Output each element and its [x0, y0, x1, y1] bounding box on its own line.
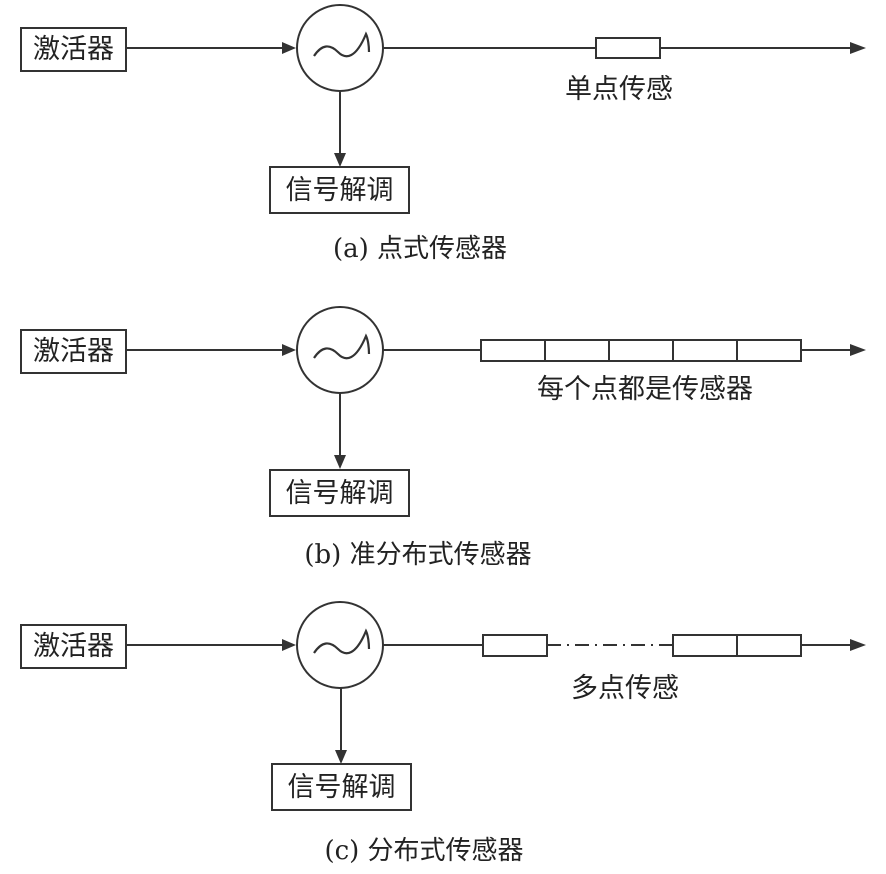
sensor-element	[672, 634, 738, 657]
caption: (b) 准分布式传感器	[304, 540, 531, 570]
sensor-element	[672, 339, 738, 362]
activator-box	[20, 329, 127, 374]
arrow-head	[334, 455, 346, 469]
wave-icon	[313, 333, 371, 360]
wave-icon	[313, 31, 371, 58]
activator-box	[20, 624, 127, 669]
sensor-element	[608, 339, 674, 362]
arrow-head	[282, 639, 296, 651]
sensor-element	[595, 37, 661, 59]
arrow-head	[850, 639, 866, 651]
caption: (a) 点式传感器	[333, 234, 507, 264]
sensor-element	[480, 339, 546, 362]
arrow-head	[850, 344, 866, 356]
sensor-label: 多点传感	[571, 673, 679, 704]
activator-label: 激活器	[33, 336, 114, 367]
demod-box	[271, 763, 412, 811]
sensor-element	[544, 339, 610, 362]
activator-label: 激活器	[33, 34, 114, 65]
demod-label: 信号解调	[286, 175, 394, 206]
demod-box	[269, 469, 410, 517]
arrow-head	[335, 750, 347, 764]
demod-label: 信号解调	[286, 478, 394, 509]
activator-label: 激活器	[33, 631, 114, 662]
sensor-label: 每个点都是传感器	[537, 374, 753, 405]
sensor-array	[480, 339, 802, 362]
activator-box	[20, 27, 127, 72]
arrow-head	[282, 344, 296, 356]
demod-box	[269, 166, 410, 214]
coupler-circle	[296, 306, 384, 394]
arrow-head	[334, 153, 346, 167]
sensor-label: 单点传感	[565, 74, 673, 105]
sensor-element	[736, 339, 802, 362]
coupler-circle	[296, 601, 384, 689]
wave-icon	[313, 628, 371, 655]
arrow-head	[282, 42, 296, 54]
sensor-element	[736, 634, 802, 657]
panel-c: 激活器 多点传感 信号解调 (c) 分布式传感器	[20, 601, 866, 866]
arrow-head	[850, 42, 866, 54]
sensor-element	[482, 634, 548, 657]
demod-label: 信号解调	[288, 772, 396, 803]
panel-a: 激活器 单点传感 信号解调 (a) 点式传感器	[20, 4, 866, 264]
coupler-circle	[296, 4, 384, 92]
panel-b: 激活器 每个点都是传感器 信号解调 (b) 准分布式传感器	[20, 306, 866, 570]
caption: (c) 分布式传感器	[324, 836, 523, 866]
